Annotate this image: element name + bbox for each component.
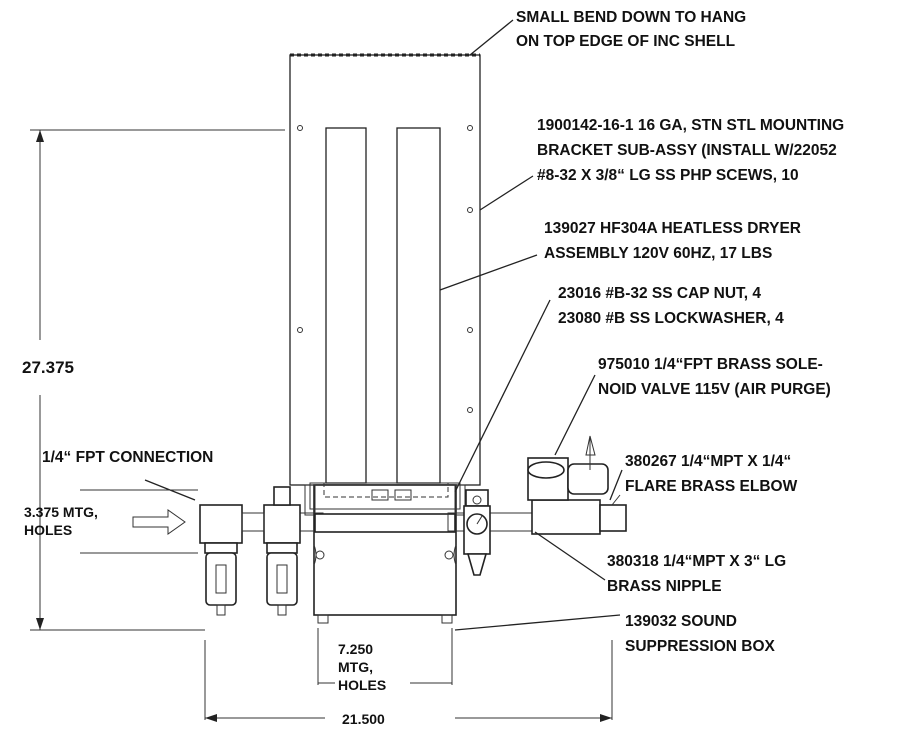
solenoid-valve [527, 435, 627, 535]
inlet-arrow [132, 509, 186, 535]
callout-elbow: 380267 1/4“MPT X 1/4“ FLARE BRASS ELBOW [625, 453, 798, 495]
callout-bend: SMALL BEND DOWN TO HANG ON TOP EDGE OF I… [516, 9, 751, 50]
dimension-width: 21.500 [342, 711, 385, 727]
dimension-mtg-left: 3.375 MTG, HOLES [24, 504, 102, 538]
inlet-filter [199, 504, 243, 616]
callout-sound-box: 139032 SOUND SUPPRESSION BOX [625, 613, 776, 655]
dryer-columns [325, 127, 441, 484]
callout-nipple: 380318 1/4“MPT X 3“ LG BRASS NIPPLE [607, 553, 791, 595]
callout-bracket: 1900142-16-1 16 GA, STN STL MOUNTING BRA… [537, 117, 849, 184]
mounting-bracket-panel [289, 53, 481, 486]
callout-capnut: 23016 #B-32 SS CAP NUT, 4 23080 #B SS LO… [558, 285, 784, 327]
callout-connection: 1/4“ FPT CONNECTION [42, 449, 213, 466]
callout-dryer: 139027 HF304A HEATLESS DRYER ASSEMBLY 12… [544, 220, 805, 262]
dimension-mtg-bottom: 7.250 MTG, HOLES [338, 641, 386, 693]
air-line [286, 512, 534, 533]
dimension-lines [30, 129, 613, 722]
dimension-height: 27.375 [22, 358, 74, 377]
callout-valve: 975010 1/4“FPT BRASS SOLE- NOID VALVE 11… [598, 356, 831, 398]
sound-suppression-box [313, 484, 457, 624]
pressure-regulator [463, 489, 491, 576]
coalescing-filter [241, 486, 301, 616]
manifold [304, 482, 466, 566]
